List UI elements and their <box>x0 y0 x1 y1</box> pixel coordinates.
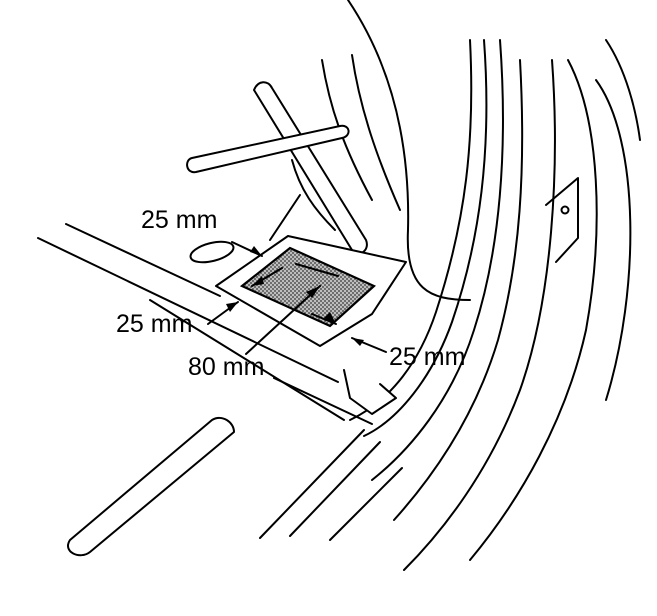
dimension-label-top: 25 mm <box>141 206 218 234</box>
leader-lines <box>207 241 387 355</box>
dimension-label-bottom: 25 mm <box>389 343 466 371</box>
side-bracket <box>545 177 579 263</box>
oval-hole <box>189 240 235 264</box>
floor-rail <box>67 416 403 557</box>
dimension-arrows <box>251 263 339 325</box>
dimension-label-length: 80 mm <box>188 353 265 381</box>
sealer-patch <box>239 246 376 328</box>
flange <box>343 369 397 415</box>
rocker-panel <box>347 0 641 571</box>
dimension-label-left: 25 mm <box>116 310 193 338</box>
